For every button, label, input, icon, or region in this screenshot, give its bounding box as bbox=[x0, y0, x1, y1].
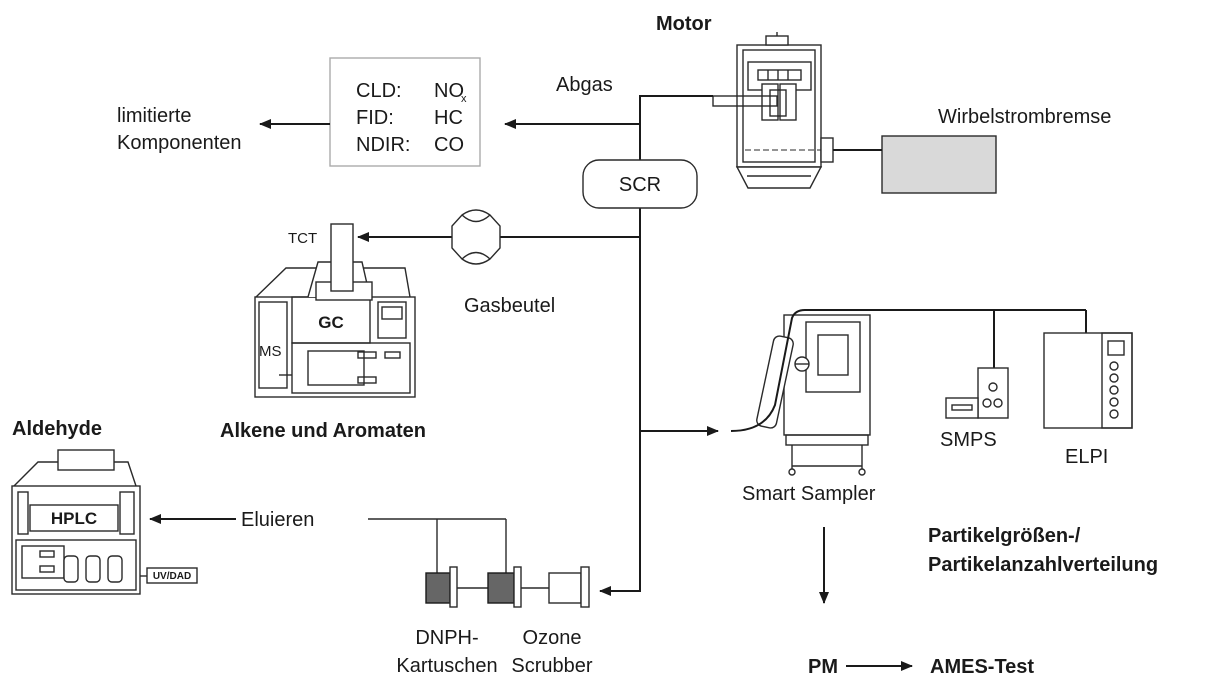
ozone-label-1: Ozone bbox=[523, 627, 582, 649]
fid-label: FID: bbox=[356, 107, 394, 129]
komponenten-label: Komponenten bbox=[117, 132, 242, 154]
hplc-label: HPLC bbox=[51, 509, 97, 528]
aldehyde-label: Aldehyde bbox=[12, 418, 102, 440]
gc-ms-instrument-icon bbox=[254, 223, 416, 398]
co-label: CO bbox=[434, 134, 464, 156]
gasbag-icon bbox=[451, 209, 501, 265]
smart-sampler-label: Smart Sampler bbox=[742, 483, 876, 505]
nox-subscript: x bbox=[461, 93, 467, 105]
elpi-label: ELPI bbox=[1065, 446, 1108, 468]
gasbeutel-label: Gasbeutel bbox=[464, 295, 555, 317]
scr-box bbox=[582, 159, 698, 209]
dnph-label-2: Kartuschen bbox=[396, 655, 497, 677]
ndir-label: NDIR: bbox=[356, 134, 410, 156]
elpi-icon bbox=[1043, 332, 1133, 429]
ms-label: MS bbox=[259, 343, 282, 360]
sampler-manifold-line bbox=[730, 309, 1086, 432]
alkene-aromaten-label: Alkene und Aromaten bbox=[220, 420, 426, 442]
ozone-scrubber bbox=[548, 566, 590, 608]
smps-label: SMPS bbox=[940, 429, 997, 451]
motor-label: Motor bbox=[656, 13, 712, 35]
smps-icon bbox=[945, 367, 1009, 419]
uvdad-label: UV/DAD bbox=[153, 571, 191, 582]
ozone-label-2: Scrubber bbox=[511, 655, 592, 677]
scr-label: SCR bbox=[619, 174, 661, 196]
dnph-cartridge-2 bbox=[457, 519, 522, 608]
wirbelstrombremse-label: Wirbelstrombremse bbox=[938, 106, 1111, 128]
dnph-cartridge-1 bbox=[425, 519, 458, 608]
hplc-instrument-icon bbox=[11, 449, 198, 595]
smart-sampler-icon bbox=[756, 314, 871, 476]
wirbelstrombremse-box bbox=[881, 135, 997, 194]
gc-label: GC bbox=[318, 313, 344, 332]
partikel-label-1: Partikelgrößen-/ bbox=[928, 525, 1081, 547]
hc-label: HC bbox=[434, 107, 463, 129]
abgas-label: Abgas bbox=[556, 74, 613, 96]
eluieren-label: Eluieren bbox=[241, 509, 314, 531]
motor-icon bbox=[712, 32, 834, 189]
limitierte-label: limitierte bbox=[117, 105, 191, 127]
ames-test-label: AMES-Test bbox=[930, 656, 1034, 678]
partikel-label-2: Partikelanzahlverteilung bbox=[928, 554, 1158, 576]
analyzer-box bbox=[329, 57, 481, 167]
exhaust-main-line bbox=[599, 95, 713, 596]
dnph-label-1: DNPH- bbox=[415, 627, 478, 649]
tct-label: TCT bbox=[288, 230, 317, 247]
cld-label: CLD: bbox=[356, 80, 402, 102]
pm-label: PM bbox=[808, 656, 838, 678]
nox-label: NO bbox=[434, 80, 464, 102]
